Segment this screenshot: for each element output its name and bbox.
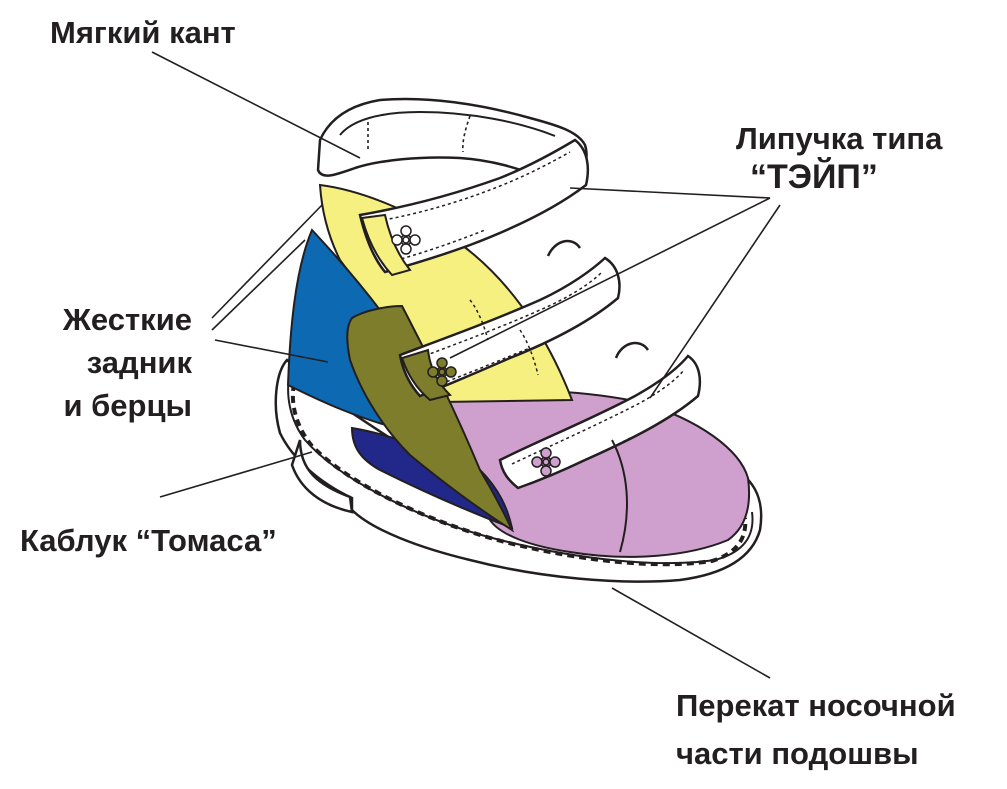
leader-soft-edge [151,51,361,159]
label-rocker-line-1: Перекат носочной [676,688,956,723]
collar-stitch [367,115,471,153]
label-rocker-line-2: части подошвы [676,736,919,771]
label-rigid-line-2: задник [86,345,192,380]
overlap-zone [346,304,515,533]
toe-panel [438,389,751,558]
label-soft-edge: Мягкий кант [50,14,236,52]
label-rocker: Перекат носочной части подошвы [676,682,956,778]
velcro-strap-2-stitch [413,271,603,389]
vamp-seam [469,299,539,376]
d-ring [614,341,650,359]
label-velcro: Липучка типа “ТЭЙП” [736,120,942,196]
flower-icon [531,447,561,477]
label-soft-edge-text: Мягкий кант [50,15,236,50]
label-heel: Каблук “Томаса” [20,522,277,560]
label-rigid-parts: Жесткие задник и берцы [30,298,192,427]
leader-velcro-2 [449,197,771,359]
leader-rocker [611,587,771,679]
collar-inner [339,110,556,137]
flower-icon [427,357,457,387]
flower-icon [391,225,421,255]
thomas-heel [290,439,354,514]
label-velcro-line-2: “ТЭЙП” [750,158,878,196]
label-rigid-line-3: и берцы [63,388,192,423]
leader-rigid-1 [211,204,323,319]
velcro-strap-1-stitch [371,151,571,263]
label-velcro-line-1: Липучка типа [736,121,943,156]
label-rigid-line-1: Жесткие [62,302,192,337]
leader-rigid-2 [211,239,306,331]
leader-velcro-1 [569,187,771,199]
leader-velcro-3 [649,204,781,399]
d-ring [546,239,582,257]
sole-stitching [290,383,748,567]
leader-rigid-3 [214,339,329,363]
leader-heel [159,451,313,498]
leader-lines [151,51,781,679]
velcro-strap-2-tab [400,348,452,402]
vamp-seam [611,439,628,553]
label-heel-text: Каблук “Томаса” [20,523,277,558]
velcro-strap-1-tab [360,213,412,277]
